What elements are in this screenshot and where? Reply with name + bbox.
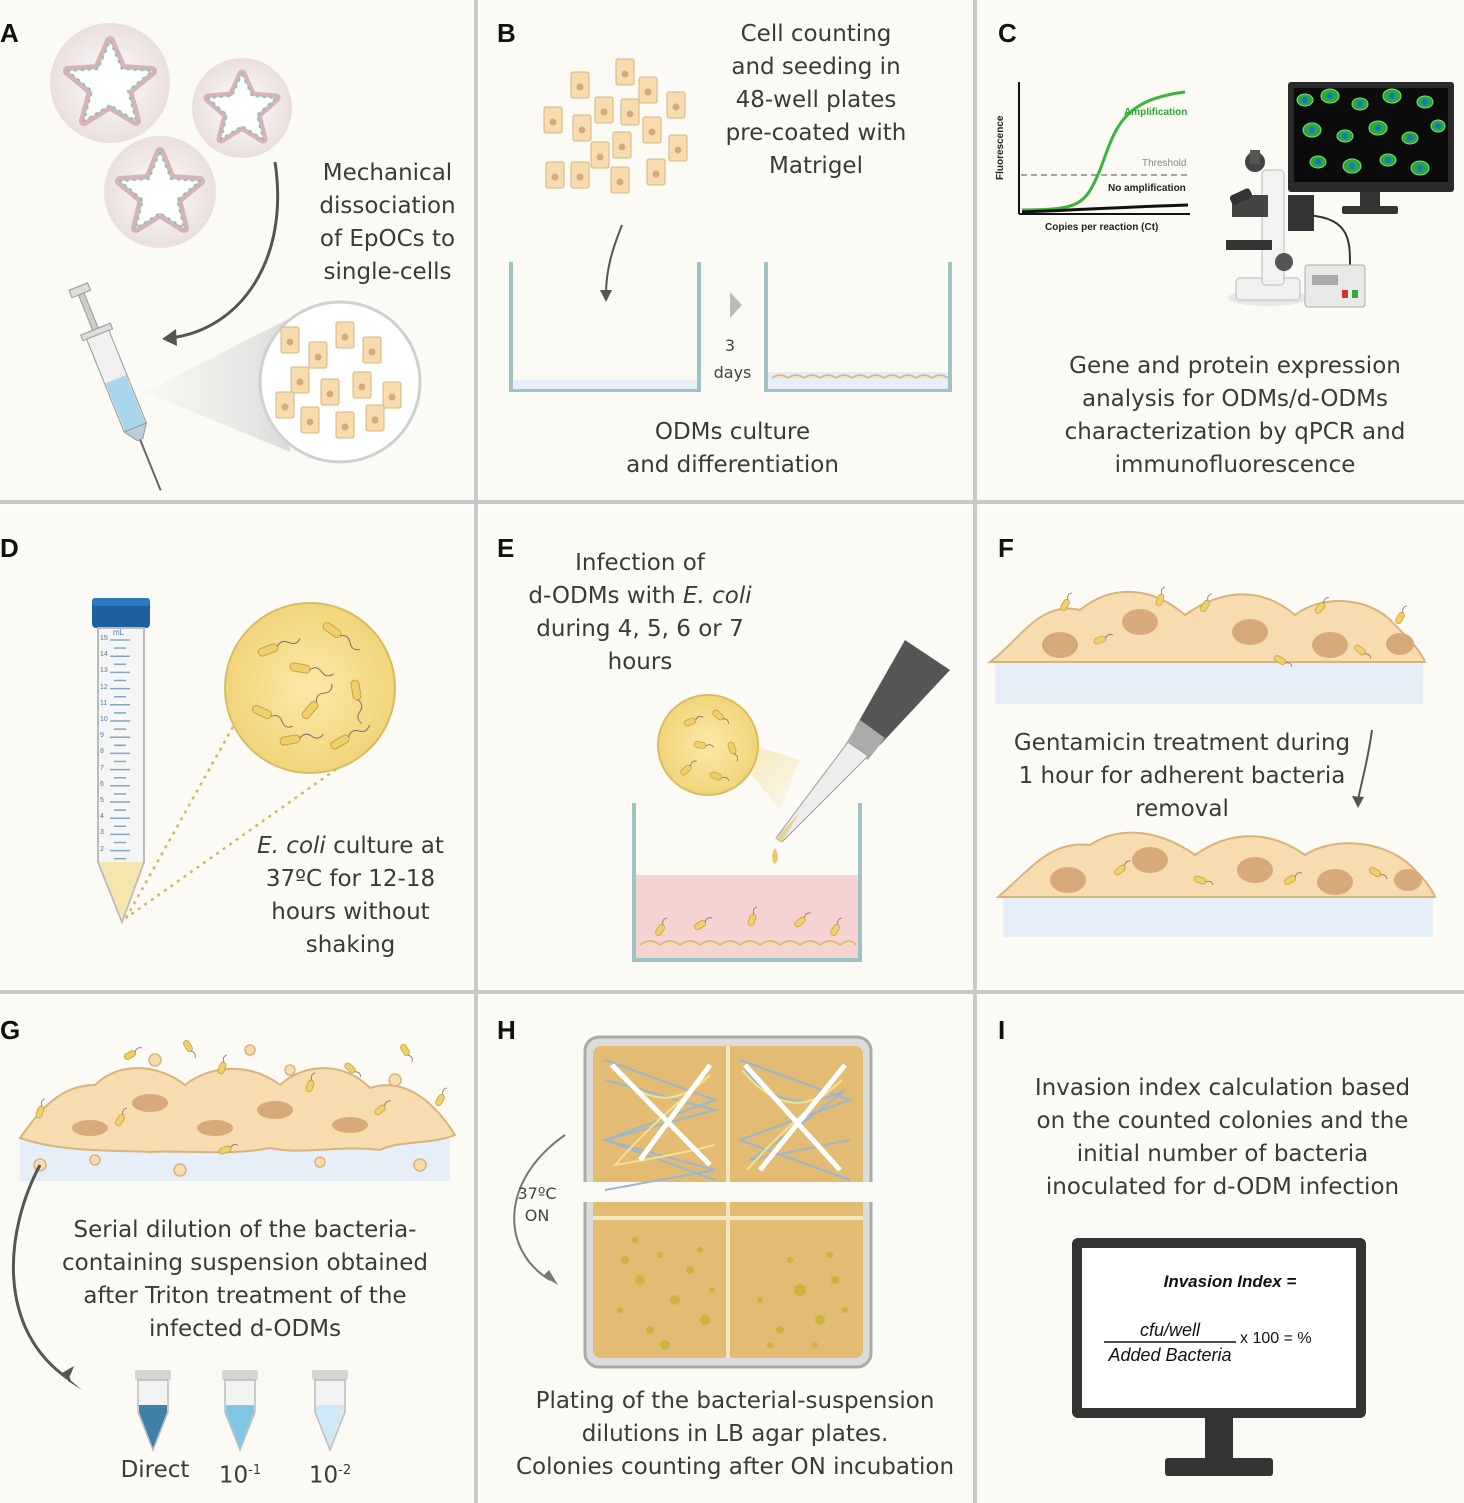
panel-label-b: B [497,18,516,48]
panel-label-i: I [998,1015,1006,1045]
organoid-2 [192,58,292,158]
tube-mark-label: 13 [100,667,108,675]
tube-label-10-2-exp: -2 [338,1463,352,1478]
tube-mark-label: 14 [100,651,108,659]
tube-mark-label: 5 [100,797,104,804]
tube-direct [135,1370,171,1453]
tube-10-1 [222,1370,258,1453]
panel-c-art [1018,82,1454,308]
tube-mark-label: 4 [100,813,104,821]
tube-mark-label: 3 [100,829,104,837]
panel-c-caption: Gene and protein expression analysis for… [1064,353,1406,478]
panel-e-species: E. coli [682,583,752,609]
tube-label-10-1-exp: -1 [248,1463,262,1478]
panel-label-g: G [0,1015,21,1045]
panel-b-days-unit: days [713,363,752,382]
formula-suffix: x 100 = % [1240,1330,1312,1347]
panel-h-caption-2: dilutions in LB agar plates. [581,1421,889,1447]
panel-label-a: A [0,18,19,48]
panel-g-caption: Serial dilution of the bacteria-containi… [62,1217,428,1342]
panel-b-days-number: 3 [724,336,736,355]
tube-label-10-2-base: 10 [308,1462,339,1489]
syringe [68,282,162,491]
tube-label-10-1-base: 10 [218,1462,249,1489]
tube-mark-label: 12 [100,683,108,691]
tube-mark-label: 9 [100,732,104,740]
organoid-3 [104,136,216,248]
formula-title: Invasion Index = [1163,1272,1297,1291]
panel-h-incubation-time: ON [524,1206,550,1225]
tube-mark-label: 15 [100,635,108,642]
panel-label-f: F [998,533,1014,563]
qpcr-xlabel: Copies per reaction (Ct) [1045,222,1159,233]
panel-e-art [632,640,950,962]
qpcr-ylabel: Fluorescence [995,115,1006,180]
panel-b-caption-bottom-1: ODMs culture [654,419,811,445]
panel-i-art [1072,1238,1366,1476]
panel-g-art [11,1038,457,1453]
formula-numerator: cfu/well [1139,1320,1201,1340]
pipette [772,640,950,864]
streaks [601,1059,853,1191]
tube-label-10-2: 10-2 [295,1454,365,1493]
panel-b-caption-top: Cell counting and seeding in 48-well pla… [725,21,907,179]
formula-denominator: Added Bacteria [1108,1345,1232,1365]
tube-label-10-1: 10-1 [205,1454,275,1493]
panel-h-incubation-temp: 37ºC [517,1184,557,1203]
panel-a-art [50,23,422,491]
qpcr-amplification-label: Amplification [1124,107,1188,118]
tube-mark-label: 6 [100,780,104,788]
panel-f-art [986,585,1437,937]
panel-h-caption-3: Colonies counting after ON incubation [515,1454,955,1480]
panel-d-species: E. coli [257,833,326,859]
panel-e-line-4: hours [607,649,673,675]
panel-label-e: E [497,533,515,563]
panel-d-caption-text: culture at 37ºC for 12-18 hours without … [265,833,444,958]
qpcr-no-amplification-label: No amplification [1108,183,1186,194]
tube-mark-label: 11 [100,699,108,707]
panel-d-art [92,598,396,925]
colonies [617,1237,848,1350]
tube-10-2 [312,1370,348,1453]
panel-e-line-1: Infection of [575,550,705,576]
tube-unit: mL [113,628,125,637]
qpcr-threshold-label: Threshold [1142,158,1187,169]
panel-e-caption: Infection of d-ODMs with E. coli during … [520,547,760,679]
panel-e-line-2: d-ODMs with E. coli [520,580,760,613]
monitor [1288,82,1454,214]
panel-a-caption: Mechanical dissociation of EpOCs to sing… [319,160,456,285]
panel-i-caption: Invasion index calculation based on the … [1034,1075,1411,1200]
panel-label-d: D [0,533,19,563]
panel-b-art [509,58,952,392]
qpcr-chart [1018,82,1190,215]
tube-label-direct: Direct [120,1457,190,1483]
organoid-1 [50,23,170,143]
panel-h-art [513,1035,890,1369]
panel-label-c: C [998,18,1017,48]
panel-f-caption: Gentamicin treatment during 1 hour for a… [1013,730,1351,822]
panel-b-caption-bottom-2: and differentiation [626,452,839,478]
tube-mark-label: 8 [100,748,104,756]
panel-e-line-2a: d-ODMs with [528,583,683,609]
panel-label-h: H [497,1015,516,1045]
tube-mark-label: 10 [100,716,108,723]
panel-h-caption-1: Plating of the bacterial-suspension [535,1388,935,1414]
tube-mark-label: 7 [100,764,104,772]
panel-e-line-3: during 4, 5, 6 or 7 [536,616,744,642]
tube-mark-label: 2 [100,845,104,853]
panel-d-caption: E. coli culture at 37ºC for 12-18 hours … [238,830,463,962]
microscope [1226,150,1366,308]
